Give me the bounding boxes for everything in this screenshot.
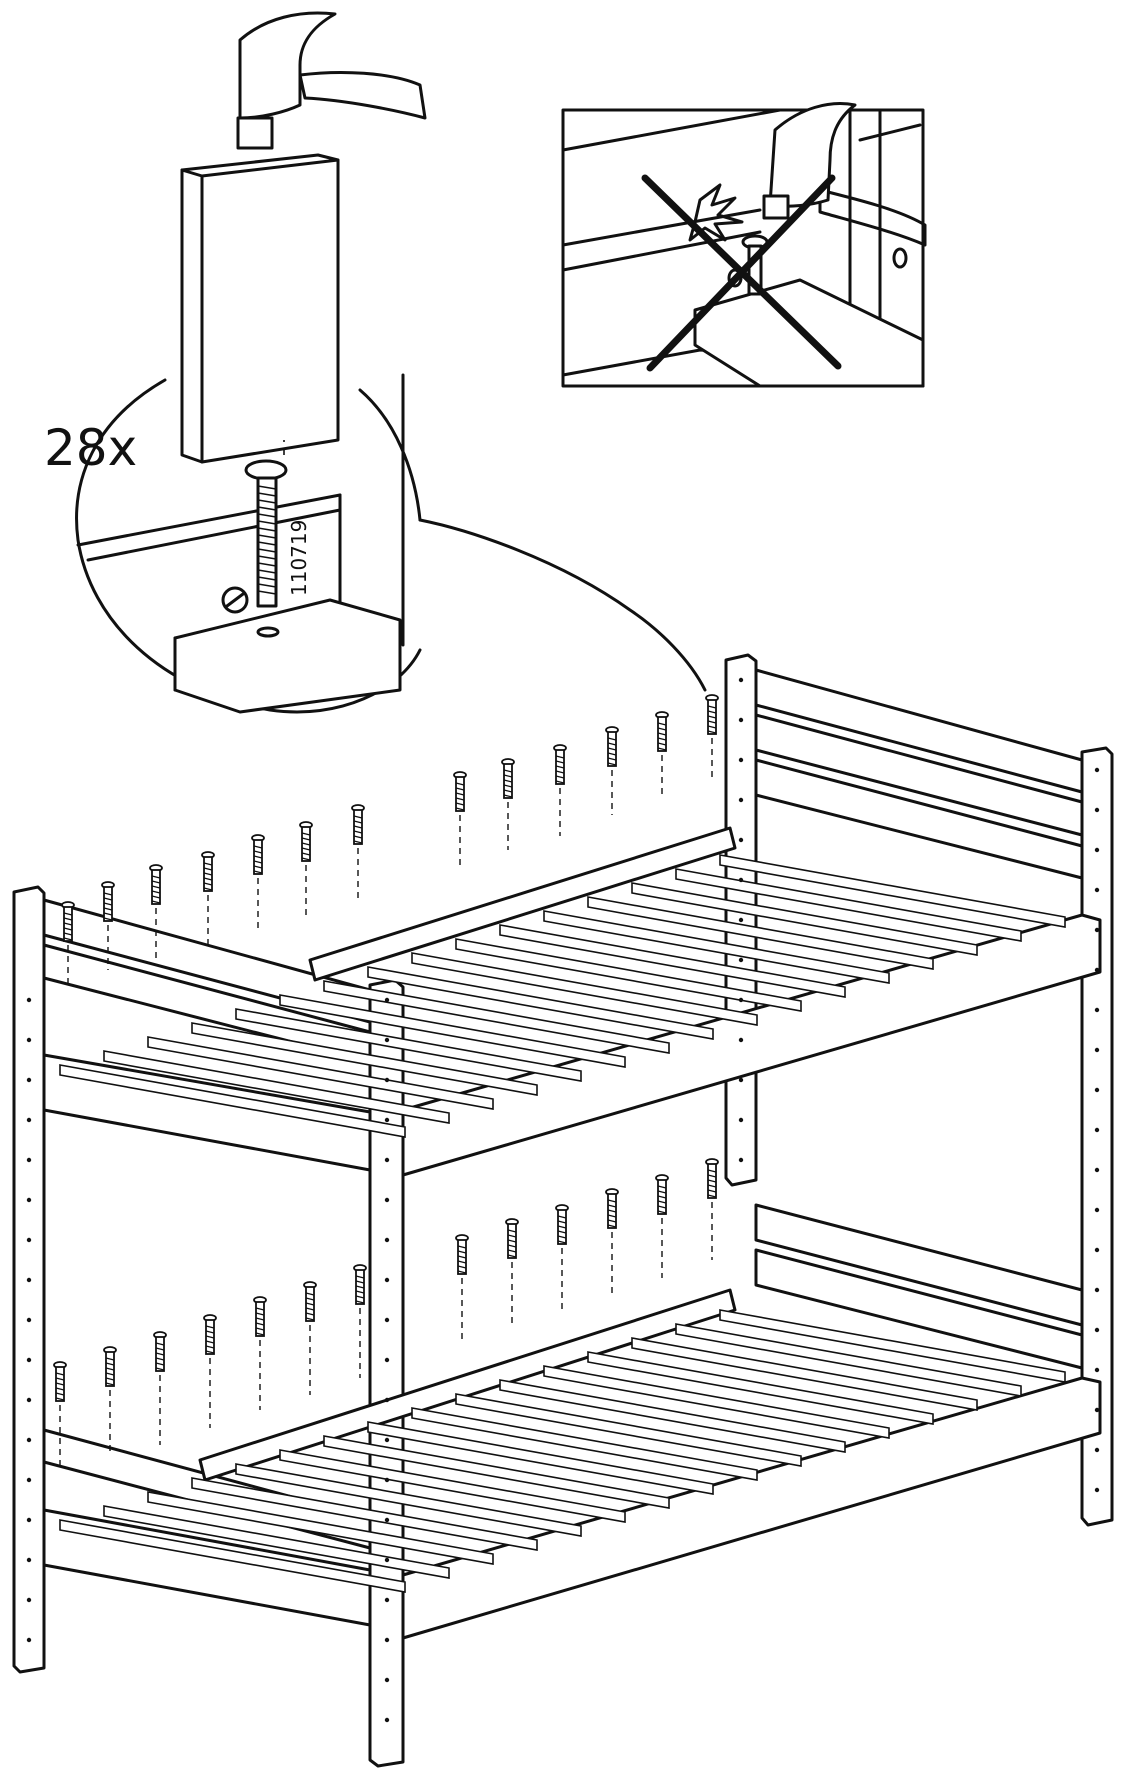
bed-slat [587,1351,934,1425]
bed-slat [191,1022,538,1096]
dowel-pin-marker [201,851,215,945]
dowel-pin-marker [605,1188,619,1294]
bed-slat [367,1421,714,1495]
bed-slat [543,910,890,984]
dowel-pin-marker [203,1314,217,1428]
dowel-pin-marker [705,1158,719,1260]
bed-slat [191,1477,538,1551]
detail-magnifier [75,373,707,714]
dowel-pin-marker [555,1204,569,1313]
bed-slat [279,1449,626,1523]
bed-slat [103,1505,450,1579]
dowel-pin-marker [303,1281,317,1395]
bed-slat [147,1036,494,1110]
bed-slat [675,868,1022,942]
dowel-pin-marker [251,834,265,928]
wooden-block [180,153,340,464]
bed-slat [279,994,626,1068]
bed-slat [235,1008,582,1082]
quantity-label: 28x [44,419,137,477]
bed-slat [411,1407,758,1481]
part-number-label: 110719 [287,520,311,596]
hammer-icon [236,11,427,150]
bed-slat [455,938,802,1012]
dowel-pin-marker [655,1174,669,1278]
dowel-pin-marker [299,821,313,920]
bed-slat [323,1435,670,1509]
bed-slat [719,1309,1066,1383]
dowel-pin-marker [655,711,669,797]
dowel-pin-marker [705,694,719,778]
bed-slat [499,924,846,998]
dowel-pin-marker [455,1234,469,1343]
dowel-pin-marker [351,804,365,903]
dowel-pin-marker [505,1218,519,1327]
bed-slat [719,854,1066,928]
bed-slat [455,1393,802,1467]
dowel-pin-marker [553,744,567,836]
bed-slat [323,980,670,1054]
bed-slat [367,966,714,1040]
bed-slat [543,1365,890,1439]
dowel-pin-marker [149,864,163,958]
incorrect-method-panel [561,102,927,388]
bed-slat [631,1337,978,1411]
dowel-pin-marker [253,1296,267,1410]
dowel-pin-marker [353,1264,367,1378]
bed-slat [59,1519,406,1593]
bed-slat [675,1323,1022,1397]
dowel-pin-marker [101,881,115,970]
cross-mark [641,174,842,372]
dowel-pin-marker [605,726,619,815]
dowel-pin-marker [53,1361,67,1465]
bed-slat [631,882,978,956]
dowel-pin-marker [153,1331,167,1445]
bed-slat [103,1050,450,1124]
bed-slat [59,1064,406,1138]
bunk-bed-frame [12,653,1114,1768]
bed-slat [499,1379,846,1453]
dowel-pin-marker [61,901,75,985]
bed-slat [147,1491,494,1565]
bed-slat [235,1463,582,1537]
lower-dowel-row [53,1158,719,1465]
dowel-pin-marker [453,771,467,865]
dowel-pin-marker [501,758,515,850]
upper-dowel-row [61,694,719,985]
bed-slat [587,896,934,970]
bed-slat [411,952,758,1026]
dowel-pin [244,440,288,608]
dowel-pin-marker [103,1346,117,1455]
